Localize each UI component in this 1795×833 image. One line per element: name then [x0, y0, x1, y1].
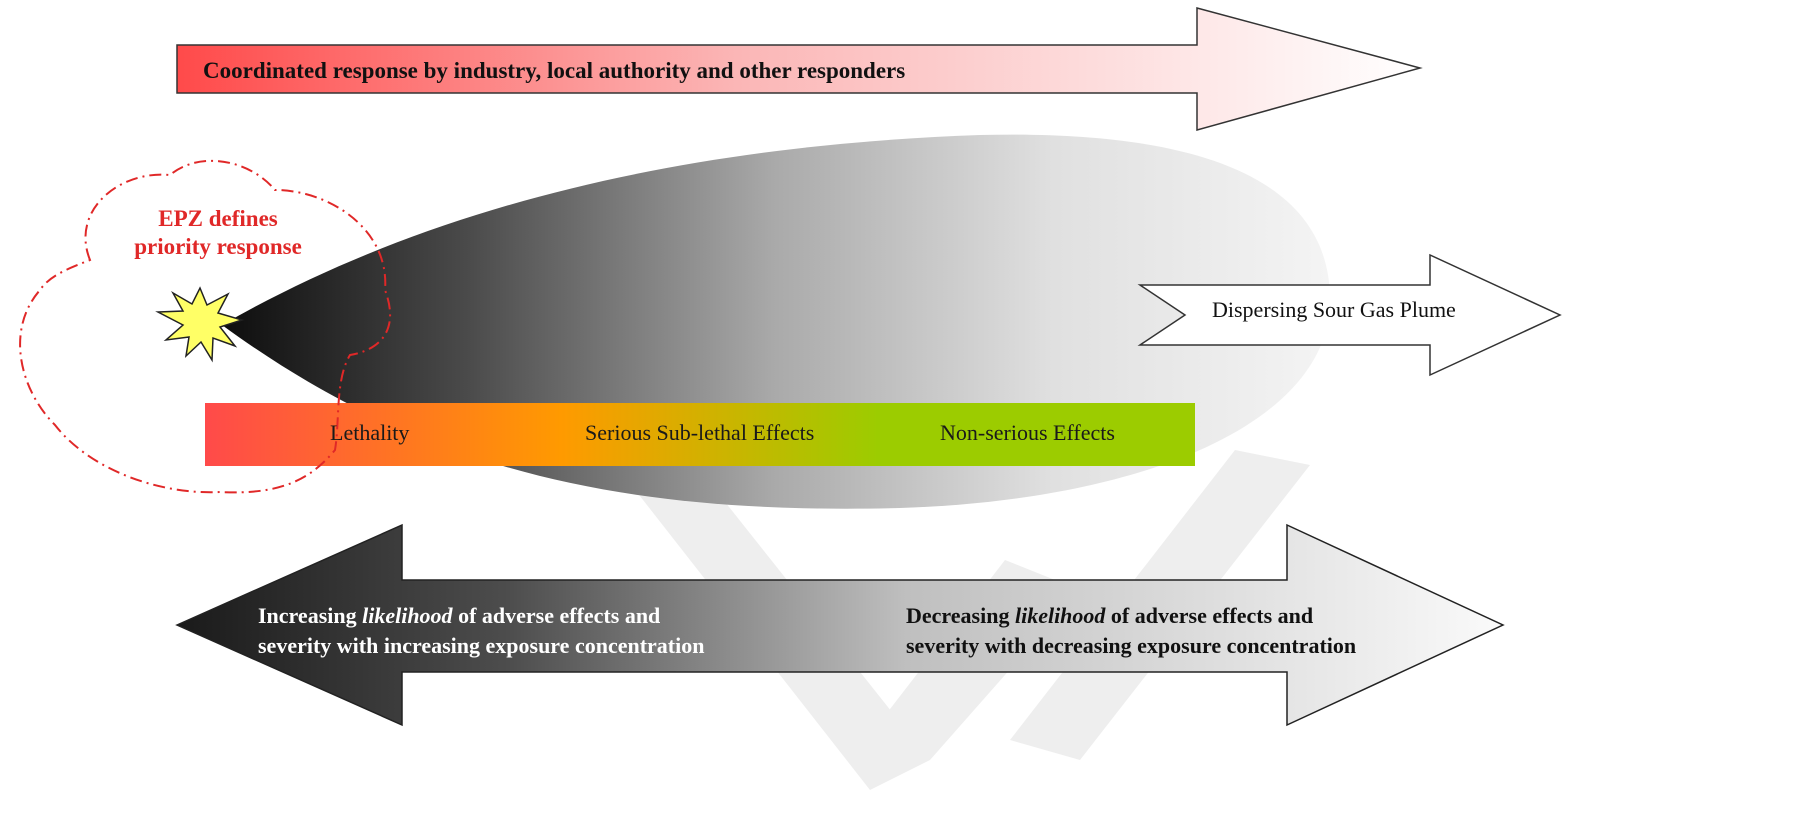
dispersing-plume-arrow [1137, 253, 1562, 377]
epz-label-line2: priority response [134, 233, 302, 259]
zone-serious-label: Serious Sub-lethal Effects [585, 420, 815, 445]
coordinated-response-label: Coordinated response by industry, local … [203, 58, 906, 83]
epz-boundary [19, 159, 391, 494]
increasing-line1: Increasing likelihood of adverse effects… [258, 603, 661, 628]
decreasing-line2: severity with decreasing exposure concen… [906, 632, 1357, 658]
zone-nonserious-label: Non-serious Effects [940, 420, 1115, 445]
decreasing-likelihood-text: Decreasing likelihood of adverse effects… [906, 601, 1356, 660]
plume-label: Dispersing Sour Gas Plume [1212, 297, 1456, 322]
zone-lethality-label: Lethality [330, 420, 410, 445]
effect-zone-bar [205, 403, 1195, 466]
increasing-line2: severity with increasing exposure concen… [258, 632, 705, 658]
decreasing-line1: Decreasing likelihood of adverse effects… [906, 603, 1314, 628]
release-point-burst-icon [155, 286, 245, 363]
likelihood-double-arrow [175, 523, 1505, 727]
increasing-likelihood-text: Increasing likelihood of adverse effects… [258, 601, 704, 660]
coordinated-response-arrow [176, 7, 1423, 131]
epz-label-line1: EPZ defines [158, 206, 278, 231]
epz-label: EPZ defines priority response [98, 205, 338, 260]
